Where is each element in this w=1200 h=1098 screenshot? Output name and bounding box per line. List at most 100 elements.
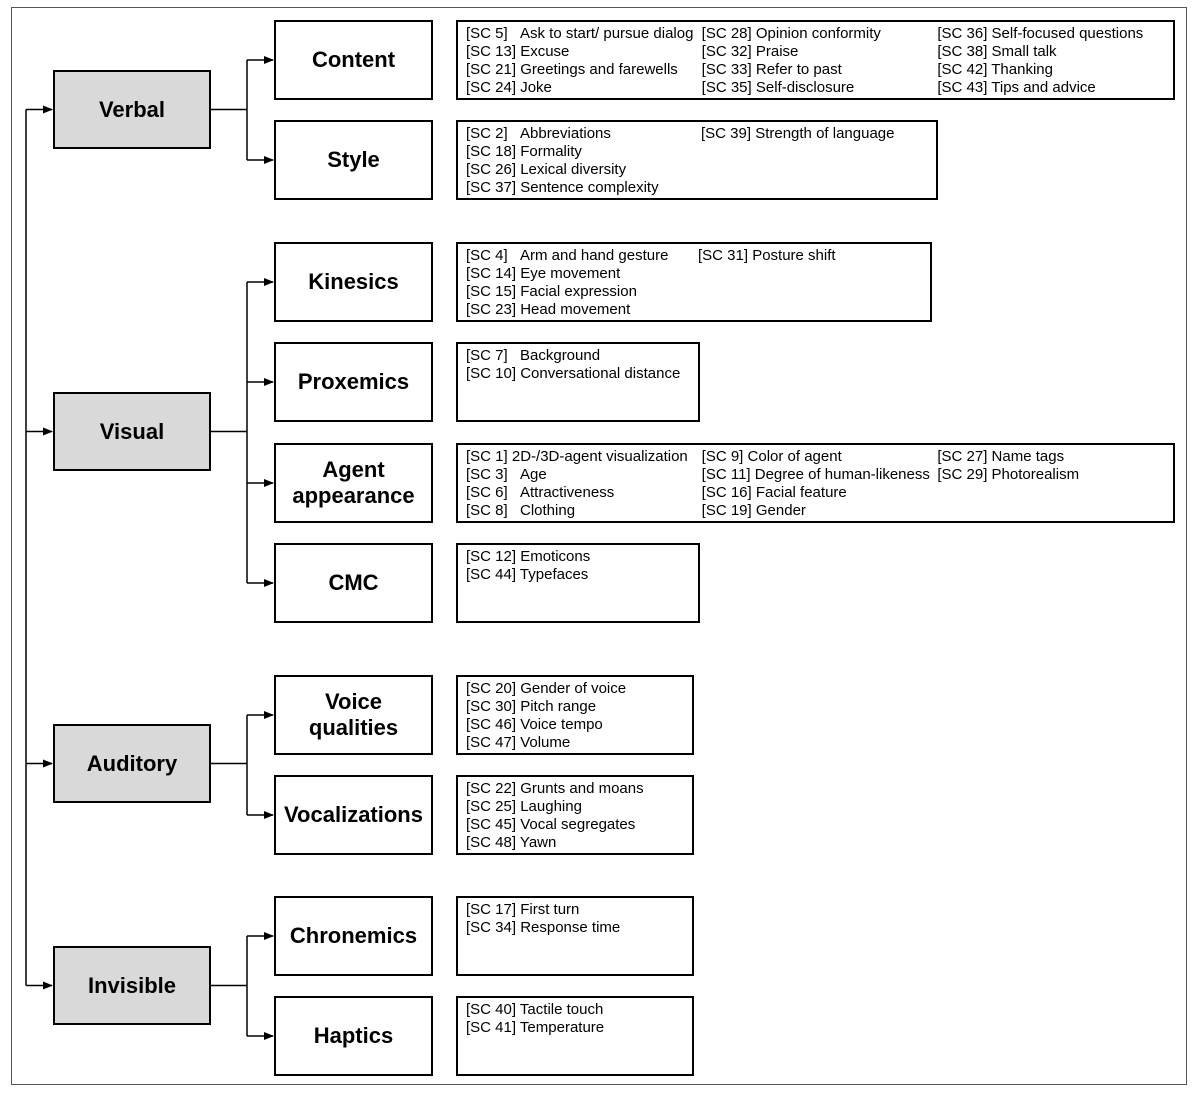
item-label: Pitch range [516,698,597,715]
item-code: [SC 45] [466,816,517,833]
list-item: [SC 31] Posture shift [698,247,930,265]
item-code: [SC 20] [466,680,517,697]
item-code: [SC 26] [466,161,517,178]
list-item: [SC 25] Laughing [466,798,692,816]
item-code: [SC 32] [701,43,752,60]
list-item: [SC 48] Yawn [466,834,692,852]
list-item: [SC 41] Temperature [466,1019,692,1037]
list-item: [SC 12] Emoticons [466,548,696,566]
item-label: Abbreviations [520,125,611,142]
item-code: [SC 31] [698,247,749,264]
item-label: Eye movement [516,265,621,282]
list-item: [SC 5]Ask to start/ pursue dialog [466,25,702,43]
list-item: [SC 32] Praise [702,43,938,61]
item-label: Volume [516,734,571,751]
item-label: Opinion conformity [751,25,881,42]
item-label: Arm and hand gesture [520,247,669,264]
item-code: [SC 7] [466,347,508,364]
list-item: [SC 19] Gender [702,502,938,520]
item-column: [SC 17] First turn[SC 34] Response time [466,901,692,974]
item-label: Thanking [987,61,1053,78]
item-code: [SC 17] [466,901,517,918]
list-item: [SC 38] Small talk [937,43,1173,61]
item-code: [SC 48] [466,834,517,851]
list-item: [SC 34] Response time [466,919,692,937]
item-code: [SC 43] [937,79,988,96]
item-column: [SC 36] Self-focused questions[SC 38] Sm… [937,25,1173,98]
list-item: [SC 14] Eye movement [466,265,698,283]
item-label: Lexical diversity [516,161,627,178]
item-label: Refer to past [751,61,842,78]
item-label: Temperature [516,1019,605,1036]
item-code: [SC 19] [701,502,752,519]
list-item: [SC 28] Opinion conformity [702,25,938,43]
item-code: [SC 8] [466,502,508,519]
item-label: Typefaces [516,566,589,583]
list-item: [SC 39] Strength of language [701,125,936,143]
list-item: [SC 15] Facial expression [466,283,698,301]
item-column: [SC 12] Emoticons[SC 44] Typefaces [466,548,696,621]
item-code: [SC 47] [466,734,517,751]
item-code: [SC 44] [466,566,517,583]
item-label: Joke [516,79,552,96]
item-code: [SC 9] [701,448,744,465]
list-item: [SC 21] Greetings and farewells [466,61,702,79]
item-code: [SC 23] [466,301,517,318]
list-item: [SC 27] Name tags [937,448,1173,466]
item-label: Voice tempo [516,716,603,733]
item-code: [SC 46] [466,716,517,733]
category-verbal: Verbal [53,70,211,149]
item-column: [SC 22] Grunts and moans[SC 25] Laughing… [466,780,692,853]
list-item: [SC 11] Degree of human-likeness [702,466,938,484]
item-code: [SC 40] [466,1001,517,1018]
item-column: [SC 31] Posture shift [698,247,930,320]
item-code: [SC 29] [937,466,988,483]
list-item: [SC 36] Self-focused questions [937,25,1173,43]
item-box-kinesics: [SC 4]Arm and hand gesture[SC 14] Eye mo… [456,242,932,322]
item-column: [SC 40] Tactile touch[SC 41] Temperature [466,1001,692,1074]
item-label: Head movement [516,301,631,318]
item-code: [SC 30] [466,698,517,715]
subcategory-agent-appearance: Agent appearance [274,443,433,523]
subcategory-proxemics: Proxemics [274,342,433,422]
list-item: [SC 1] 2D-/3D-agent visualization [466,448,702,466]
item-code: [SC 33] [701,61,752,78]
subcategory-kinesics: Kinesics [274,242,433,322]
subcategory-haptics: Haptics [274,996,433,1076]
diagram-frame [11,7,1187,1085]
subcategory-vocalizations: Vocalizations [274,775,433,855]
item-code: [SC 14] [466,265,517,282]
item-label: Posture shift [748,247,836,264]
item-label: Grunts and moans [516,780,644,797]
item-label: Tips and advice [987,79,1096,96]
item-label: Vocal segregates [516,816,636,833]
item-label: Conversational distance [516,365,681,382]
item-label: Photorealism [987,466,1080,483]
item-label: Emoticons [516,548,591,565]
item-label: Self-focused questions [987,25,1144,42]
category-visual: Visual [53,392,211,471]
item-code: [SC 25] [466,798,517,815]
list-item: [SC 22] Grunts and moans [466,780,692,798]
item-code: [SC 39] [701,125,752,142]
item-box-content: [SC 5]Ask to start/ pursue dialog[SC 13]… [456,20,1175,100]
subcategory-content: Content [274,20,433,100]
list-item: [SC 35] Self-disclosure [702,79,938,97]
item-column: [SC 20] Gender of voice[SC 30] Pitch ran… [466,680,692,753]
list-item: [SC 10] Conversational distance [466,365,696,383]
item-column: [SC 5]Ask to start/ pursue dialog[SC 13]… [466,25,702,98]
item-label: Facial feature [751,484,847,501]
item-box-voice-qualities: [SC 20] Gender of voice[SC 30] Pitch ran… [456,675,694,755]
list-item: [SC 3]Age [466,466,702,484]
list-item: [SC 7] Background [466,347,696,365]
item-label: First turn [516,901,580,918]
item-code: [SC 37] [466,179,517,196]
list-item: [SC 46] Voice tempo [466,716,692,734]
item-label: Background [520,347,601,364]
list-item: [SC 42] Thanking [937,61,1173,79]
subcategory-chronemics: Chronemics [274,896,433,976]
category-auditory: Auditory [53,724,211,803]
list-item: [SC 13] Excuse [466,43,702,61]
list-item: [SC 17] First turn [466,901,692,919]
